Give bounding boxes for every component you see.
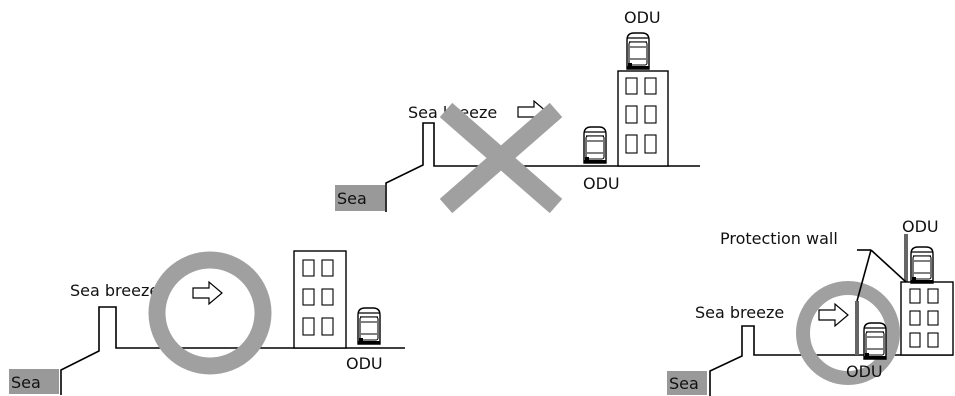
protection-wall (855, 301, 859, 355)
building (900, 281, 954, 356)
building-windows (302, 259, 334, 336)
sea-box (335, 185, 385, 211)
ground-line (385, 122, 700, 212)
odu-label: ODU (346, 354, 383, 373)
circle-mark-icon (148, 251, 272, 375)
leader-lines (856, 249, 907, 302)
sea-breeze-label: Sea breeze (695, 303, 784, 322)
ground-line (60, 306, 405, 395)
protection-wall-label: Protection wall (720, 229, 838, 248)
protection-wall (904, 234, 908, 282)
building (293, 250, 347, 349)
outdoor-unit-icon (626, 32, 650, 70)
panel-good-wall: Sea Sea breeze Protection wall ODU ODU (667, 217, 954, 396)
sea-breeze-label: Sea breeze (70, 281, 159, 300)
sea-box (9, 369, 59, 394)
outdoor-unit-icon (357, 307, 381, 345)
building-windows (909, 288, 939, 348)
odu-roof-label: ODU (902, 217, 939, 236)
sea-label: Sea (11, 373, 41, 392)
odu-ground-label: ODU (583, 174, 620, 193)
odu-ground-label: ODU (846, 362, 883, 381)
outdoor-unit-icon (583, 126, 607, 164)
cross-mark-icon (439, 102, 563, 214)
ground-line (709, 325, 953, 396)
odu-roof-label: ODU (624, 8, 661, 27)
panel-bad-case: Sea Sea breeze ODU ODU (335, 8, 700, 214)
outdoor-unit-icon (863, 322, 887, 360)
arrow-right-icon (192, 281, 223, 305)
circle-mark-icon (796, 281, 900, 385)
sea-label: Sea (337, 189, 367, 208)
building-windows (625, 77, 657, 154)
arrow-right-icon (818, 303, 849, 327)
sea-box (667, 371, 707, 395)
outdoor-unit-icon (910, 246, 934, 284)
sea-label: Sea (669, 374, 699, 393)
panel-good-building: Sea Sea breeze ODU (9, 250, 405, 395)
